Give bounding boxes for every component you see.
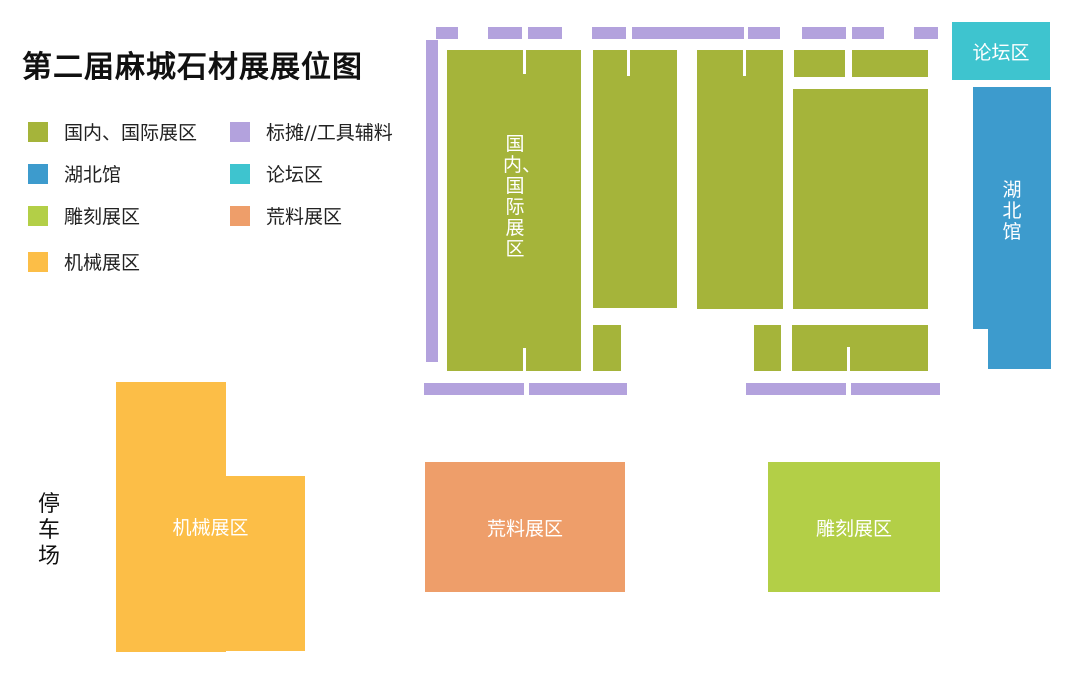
booth-strip [748,27,780,39]
parking-label: 停车场 [37,492,60,569]
booth-strip [424,383,524,395]
hubei-hall-label: 湖北馆 [1002,179,1022,243]
legend-label-raw: 荒料展区 [266,206,343,228]
hubei-hall-zone [973,87,1051,329]
legend-label-forum: 论坛区 [266,164,324,186]
legend-item-forum: 论坛区 [230,160,323,187]
booth-strip [914,27,938,39]
legend-item-carving: 雕刻展区 [28,202,140,229]
legend-swatch-intl [28,121,48,142]
intl-zone-block [852,50,928,77]
legend-item-intl: 国内、国际展区 [28,118,197,145]
legend-swatch-forum [230,163,250,184]
legend-item-raw: 荒料展区 [230,202,342,229]
booth-strip [802,27,846,39]
legend-label-carving: 雕刻展区 [64,206,141,228]
raw-stone-zone: 荒料展区 [425,462,625,592]
machinery-zone-extension [224,476,305,651]
machinery-zone [116,382,226,652]
intl-zone-main [447,50,581,371]
legend-label-hubei: 湖北馆 [64,164,122,186]
intl-zone-block [593,50,677,308]
intl-zone-block [697,50,783,309]
intl-zone-block [593,325,621,371]
legend-label-machinery: 机械展区 [64,252,141,274]
intl-zone-block [794,50,845,77]
legend-swatch-machinery [28,251,48,272]
legend-swatch-booth [230,121,250,142]
legend-label-booth: 标摊//工具辅料 [266,122,393,144]
intl-zone-block [792,325,928,371]
booth-strip [592,27,626,39]
legend-item-machinery: 机械展区 [28,248,140,275]
booth-strip [746,383,846,395]
intl-zone-block [754,325,781,371]
page-title: 第二届麻城石材展展位图 [22,50,363,85]
legend-label-intl: 国内、国际展区 [64,122,198,144]
booth-strip [852,27,884,39]
forum-zone-label: 论坛区 [972,41,1030,64]
forum-zone: 论坛区 [952,22,1050,80]
carving-zone: 雕刻展区 [768,462,940,592]
divider [627,50,630,76]
hubei-hall-zone-extension [988,329,1051,369]
divider [847,347,850,371]
booth-strip [436,27,458,39]
legend-item-booth: 标摊//工具辅料 [230,118,393,145]
raw-stone-zone-label: 荒料展区 [486,517,563,540]
legend-item-hubei: 湖北馆 [28,160,121,187]
divider [523,348,526,371]
machinery-zone-label: 机械展区 [172,516,249,539]
booth-strip [851,383,940,395]
carving-zone-label: 雕刻展区 [815,517,892,540]
intl-zone-label: 国内、国际展区 [503,133,542,260]
legend-swatch-hubei [28,163,48,184]
intl-zone-block [793,89,928,309]
booth-strip [488,27,522,39]
divider [523,50,526,74]
booth-strip [529,383,627,395]
booth-strip [632,27,744,39]
booth-strip [426,40,438,362]
legend-swatch-raw [230,205,250,226]
legend-swatch-carving [28,205,48,226]
divider [743,50,746,76]
booth-strip [528,27,562,39]
